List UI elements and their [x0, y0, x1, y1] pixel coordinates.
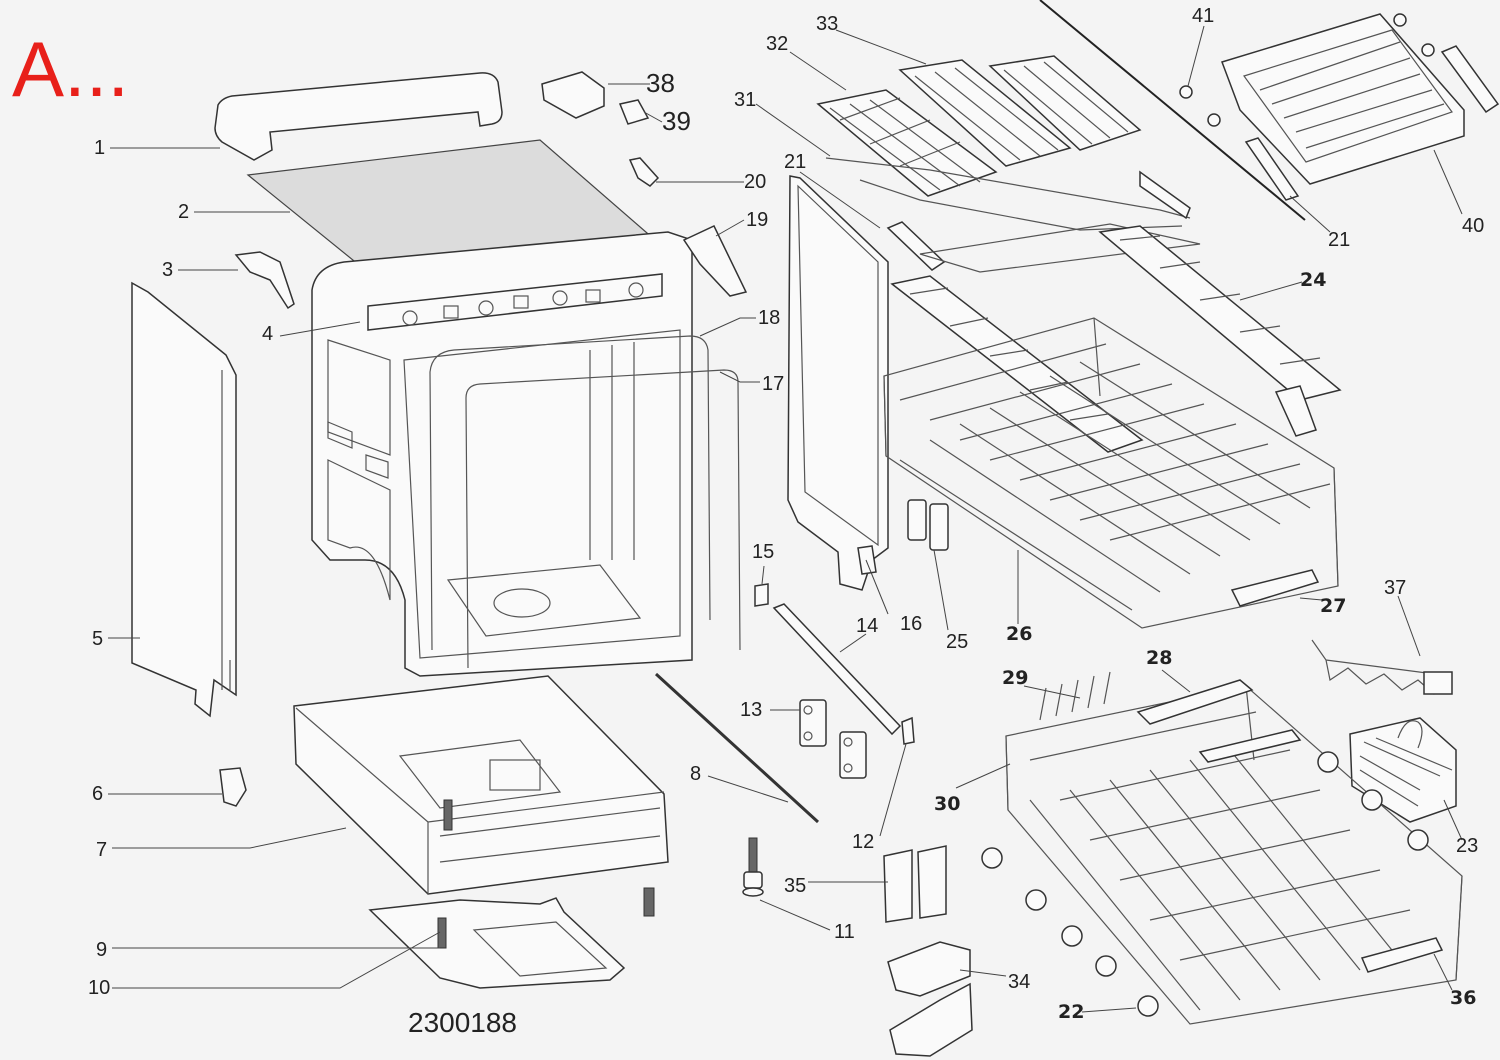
- part-7-base: [293, 675, 669, 917]
- callout-10: 10: [88, 977, 110, 999]
- callout-29: 29: [1002, 667, 1028, 689]
- part-26-upper-basket: [883, 317, 1339, 629]
- part-20-clip: [628, 157, 660, 187]
- callout-31: 31: [734, 89, 756, 111]
- part-9-screw: [437, 917, 447, 949]
- part-17-door-seal: [465, 369, 741, 669]
- callout-9: 9: [96, 939, 107, 961]
- callout-14: 14: [856, 615, 878, 637]
- callout-21-door: 21: [784, 151, 806, 173]
- callout-12: 12: [852, 831, 874, 853]
- part-3-bracket: [234, 251, 295, 310]
- leader-lines: [108, 25, 1463, 1013]
- callout-32: 32: [766, 33, 788, 55]
- part-18-tub-gasket: [429, 335, 711, 651]
- part-31-tray-rail: [825, 157, 1191, 231]
- part-34-hinge-cover-bottom: [889, 982, 973, 1057]
- part-35-hinge: [883, 845, 947, 923]
- part-41-wheels: [1179, 13, 1435, 127]
- callout-38: 38: [646, 68, 675, 98]
- part-39-clip: [618, 99, 650, 125]
- callout-17: 17: [762, 373, 784, 395]
- callout-25: 25: [946, 631, 968, 653]
- part-21-third-rack-rail: [1244, 137, 1300, 201]
- part-40-third-rack: [1221, 13, 1465, 185]
- cabinet-tub: [311, 231, 693, 677]
- part-13-rollers: [799, 699, 867, 779]
- part-38-module: [541, 71, 605, 119]
- callout-6: 6: [92, 783, 103, 805]
- separator-line: [1039, 0, 1306, 221]
- part-30-lower-basket: [1005, 671, 1463, 1025]
- callout-41: 41: [1192, 5, 1214, 27]
- part-1-top-trim: [214, 72, 503, 161]
- part-5-side-panel: [131, 281, 237, 718]
- callout-23: 23: [1456, 835, 1478, 857]
- part-21-upper-rail-clip: [1139, 170, 1191, 220]
- part-36-basket-handle: [1360, 937, 1444, 973]
- callout-labels: 1 2 3 4 5 6 7 8 9 10 11 12 13 14 15 16 1…: [88, 5, 1484, 1023]
- part-33-tray-section: [898, 55, 1142, 167]
- callout-4: 4: [262, 323, 273, 345]
- callout-1: 1: [94, 137, 105, 159]
- callout-36: 36: [1450, 987, 1476, 1009]
- callout-3: 3: [162, 259, 173, 281]
- callout-19: 19: [746, 209, 768, 231]
- part-27-basket-handle: [1230, 569, 1320, 607]
- callout-7: 7: [96, 839, 107, 861]
- callout-27: 27: [1320, 595, 1346, 617]
- callout-16: 16: [900, 613, 922, 635]
- part-28-tine-rows: [1136, 679, 1302, 763]
- part-40-side-rail: [1440, 45, 1500, 114]
- part-8-rod: [654, 672, 820, 824]
- section-label: A...: [12, 25, 129, 113]
- part-10-base-plate: [368, 897, 626, 989]
- callout-40: 40: [1462, 215, 1484, 237]
- callout-5: 5: [92, 628, 103, 650]
- part-6-valve: [219, 767, 247, 807]
- callout-35: 35: [784, 875, 806, 897]
- callout-2: 2: [178, 201, 189, 223]
- callout-26: 26: [1006, 623, 1032, 645]
- callout-33: 33: [816, 13, 838, 35]
- callout-30: 30: [934, 793, 960, 815]
- callout-11: 11: [834, 921, 855, 943]
- part-19-bracket: [682, 225, 748, 297]
- part-21-door-panel-strip: [787, 175, 889, 591]
- callout-37: 37: [1384, 577, 1406, 599]
- part-25-clips: [907, 499, 949, 551]
- callout-8: 8: [690, 763, 701, 785]
- callout-13: 13: [740, 699, 762, 721]
- callout-21-third-rack: 21: [1328, 229, 1350, 251]
- upper-rail-sheet: [919, 223, 1201, 273]
- callout-15: 15: [752, 541, 774, 563]
- callout-39: 39: [662, 106, 691, 136]
- callout-22: 22: [1058, 1001, 1084, 1023]
- part-16-clip: [857, 545, 877, 575]
- callout-20: 20: [744, 171, 766, 193]
- part-34-hinge-cover-top: [887, 941, 971, 997]
- document-number: 2300188: [408, 1007, 517, 1038]
- part-15-clip: [754, 583, 769, 607]
- part-12-clip: [901, 716, 915, 745]
- part-22-wheels: [981, 751, 1429, 1017]
- part-11-leveling-foot: [742, 837, 764, 897]
- callout-18: 18: [758, 307, 780, 329]
- part-14-rail: [772, 603, 902, 736]
- part-21-rail-clip-left: [886, 221, 946, 271]
- callout-34: 34: [1008, 971, 1030, 993]
- callout-24: 24: [1300, 269, 1326, 291]
- callout-28: 28: [1146, 647, 1172, 669]
